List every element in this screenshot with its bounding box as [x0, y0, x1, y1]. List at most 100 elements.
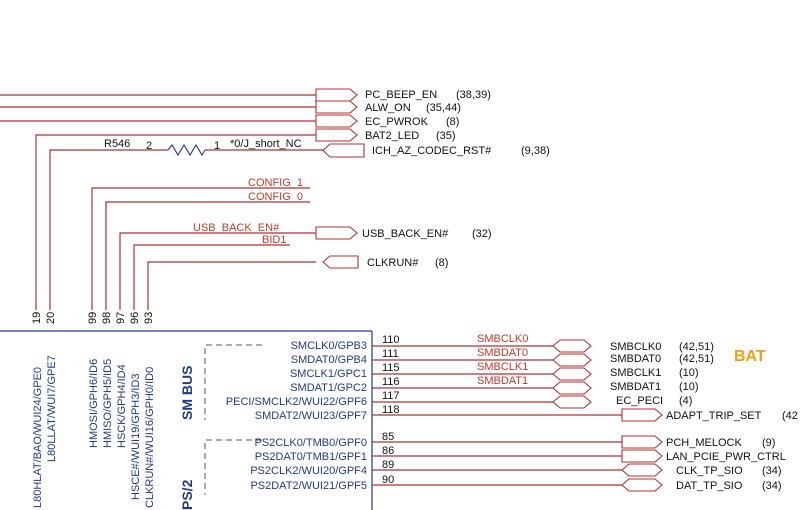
pin-number: 117: [382, 390, 400, 402]
port-name: SMBDAT0: [610, 353, 661, 365]
port-name: SMBCLK0: [610, 341, 661, 353]
pin-number: 93: [143, 312, 155, 324]
output-port-ich-az-codec-rst: ICH_AZ_CODEC_RST# (9,38): [322, 143, 550, 158]
port-name: EC_PWROK: [365, 116, 429, 128]
port-ref: (42,51): [679, 341, 714, 353]
pin-name: SMDAT0/GPB4: [291, 354, 367, 366]
net-config0: CONFIG_0: [248, 191, 303, 203]
pin-name: SMDAT1/GPC2: [290, 382, 367, 394]
port-name: CLKRUN#: [367, 257, 419, 269]
port-name: EC_PECI: [616, 395, 663, 407]
output-port-ec-pwrok: EC_PWROK (8): [315, 114, 459, 128]
ps2-row-ps2clk2: PS2CLK2/WUI20/GPF4 89 CLK_TP_SIO (34): [250, 459, 781, 477]
pin-number: 99: [87, 312, 99, 324]
pin-number: 85: [382, 431, 394, 443]
pin-number: 110: [382, 334, 400, 346]
pin-name: SMCLK0/GPB3: [291, 340, 367, 352]
net-label: SMBDAT1: [477, 375, 528, 387]
pin-number: 111: [382, 348, 399, 360]
pin-number: 89: [382, 459, 394, 471]
port-name: SMBCLK1: [610, 367, 661, 379]
smbus-row-peci: PECI/SMCLK2/WUI22/GPF6 117 EC_PECI (4): [226, 390, 692, 409]
port-ref: (8): [446, 116, 459, 128]
pin-name: PECI/SMCLK2/WUI22/GPF6: [226, 396, 367, 408]
net-config1: CONFIG_1: [248, 177, 303, 189]
pin-name: HMISO/GPH5/ID5: [102, 359, 114, 448]
port-ref: (34): [762, 465, 782, 477]
port-ref: (9): [762, 437, 775, 449]
pin-number: 118: [382, 404, 400, 416]
port-ref: (38,39): [456, 89, 491, 101]
vertical-pin-19: 19 L80HLAT/BAO/WUI24/GPE0: [31, 312, 44, 508]
output-port-alw-on: ALW_ON (35,44): [315, 100, 461, 114]
resistor-value: *0/J_short_NC: [230, 138, 302, 150]
smbus-row-smdat2: SMDAT2/WUI23/GPF7 118 ADAPT_TRIP_SET (42: [255, 404, 798, 422]
pin-name: L80HLAT/BAO/WUI24/GPE0: [32, 367, 44, 508]
pin-name: PS2DAT2/WUI21/GPF5: [250, 480, 367, 492]
pin-name: HSCK/GPH4/ID4: [116, 364, 128, 448]
net-label: SMBDAT0: [477, 347, 528, 359]
port-ref: (35): [436, 130, 456, 142]
smbus-row-smclk1: SMCLK1/GPC1 115 SMBCLK1 SMBCLK1 (10): [290, 361, 699, 381]
port-name: SMBDAT1: [610, 381, 661, 393]
port-name: ALW_ON: [365, 102, 411, 114]
pin-name: CLKRUN#/WUI16/GPH0/ID0: [144, 367, 156, 508]
port-name: USB_BACK_EN#: [362, 228, 449, 240]
smbus-row-smclk0: SMCLK0/GPB3 110 SMBCLK0 SMBCLK0 (42,51): [291, 333, 714, 353]
net-bid1: BID1: [262, 234, 286, 246]
pin-name: SMCLK1/GPC1: [290, 368, 367, 380]
ps2-label: PS/2: [179, 479, 195, 510]
pin-number: 86: [382, 445, 394, 457]
port-ref: (42: [782, 410, 798, 422]
vertical-pin-99: 99 HMOSI/GPH6/ID6: [87, 312, 100, 448]
port-name: CLK_TP_SIO: [676, 465, 743, 477]
ps2-group: PS/2: [179, 439, 262, 510]
pin-name: HMOSI/GPH6/ID6: [88, 359, 100, 448]
port-ref: (35,44): [426, 102, 461, 114]
pin-number: 97: [115, 312, 127, 324]
bat-label: BAT: [734, 348, 766, 365]
pin-name: PS2CLK0/TMB0/GPF0: [255, 437, 368, 449]
port-name: PCH_MELOCK: [666, 437, 742, 449]
resistor-r546: R546 2 1 *0/J_short_NC: [104, 138, 302, 157]
net-label: SMBCLK1: [477, 361, 528, 373]
pin-number: 20: [45, 312, 57, 324]
pin-number: 90: [382, 474, 394, 486]
top-wires: [0, 94, 330, 310]
ps2-row-ps2clk0: PS2CLK0/TMB0/GPF0 85 PCH_MELOCK (9): [255, 431, 776, 449]
smbus-label: SM BUS: [179, 366, 195, 420]
smbus-row-smdat0: SMDAT0/GPB4 111 SMBDAT0 SMBDAT0 (42,51): [291, 347, 714, 367]
resistor-pin-left: 2: [146, 140, 152, 152]
pin-name: SMDAT2/WUI23/GPF7: [255, 410, 367, 422]
vertical-pin-98: 98 HMISO/GPH5/ID5: [101, 312, 114, 448]
pin-number: 96: [129, 312, 141, 324]
port-ref: (9,38): [521, 145, 550, 157]
smbus-group: SM BUS: [179, 344, 262, 420]
port-ref: (8): [435, 257, 448, 269]
port-name: ADAPT_TRIP_SET: [666, 410, 762, 422]
port-ref: (10): [679, 381, 699, 393]
ic-body: [0, 330, 373, 510]
vertical-pin-96: 96 HSCE#/WUI19/GPH3/ID3: [129, 312, 142, 500]
port-ref: (10): [679, 367, 699, 379]
vertical-pin-97: 97 HSCK/GPH4/ID4: [115, 312, 128, 448]
port-name: BAT2_LED: [365, 130, 419, 142]
ps2-row-ps2dat0: PS2DAT0/TMB1/GPF1 86 LAN_PCIE_PWR_CTRL: [255, 445, 786, 463]
net-usb-back-en: USB_BACK_EN#: [193, 222, 280, 234]
pin-number: 116: [382, 376, 400, 388]
port-ref: (34): [762, 480, 782, 492]
pin-name: PS2CLK2/WUI20/GPF4: [250, 465, 367, 477]
output-port-clkrun: CLKRUN# (8): [322, 255, 448, 269]
resistor-pin-right: 1: [214, 140, 220, 152]
pin-name: L80LLAT/WUI7/GPE7: [46, 355, 58, 462]
vertical-pin-20: 20 L80LLAT/WUI7/GPE7: [45, 312, 58, 462]
smbus-row-smdat1: SMDAT1/GPC2 116 SMBDAT1 SMBDAT1 (10): [290, 375, 699, 395]
output-port-bat2-led: BAT2_LED (35): [315, 128, 456, 142]
port-ref: (42,51): [679, 353, 714, 365]
port-ref: (32): [472, 228, 492, 240]
pin-number: 98: [101, 312, 113, 324]
ps2-row-ps2dat2: PS2DAT2/WUI21/GPF5 90 DAT_TP_SIO (34): [250, 474, 781, 492]
port-name: ICH_AZ_CODEC_RST#: [372, 145, 492, 157]
pin-number: 115: [382, 362, 400, 374]
